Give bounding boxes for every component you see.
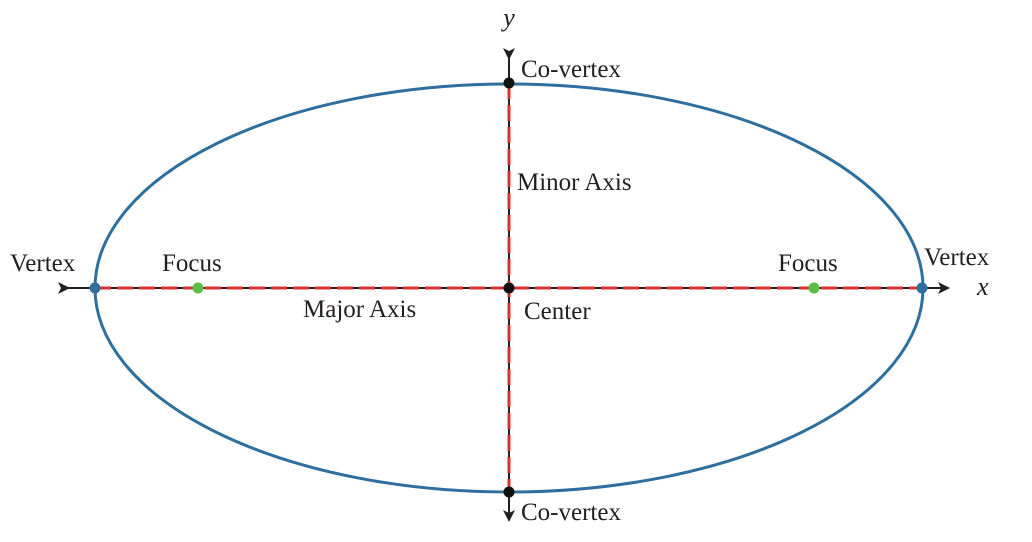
co-vertex-bottom-point <box>503 486 515 498</box>
co-vertex-bottom-label: Co-vertex <box>521 499 621 526</box>
center-point <box>503 282 515 294</box>
vertex-right-label: Vertex <box>924 244 990 271</box>
x-axis-label: x <box>976 272 989 301</box>
focus-left-label: Focus <box>162 250 222 277</box>
minor-axis-label: Minor Axis <box>517 169 632 196</box>
focus-left-point <box>192 282 204 294</box>
focus-right-point <box>808 282 820 294</box>
co-vertex-top-point <box>503 77 515 89</box>
vertex-right-point <box>916 282 928 294</box>
focus-right-label: Focus <box>778 250 838 277</box>
y-axis-label: y <box>500 3 515 32</box>
major-axis-label: Major Axis <box>303 296 416 323</box>
center-label: Center <box>524 298 591 325</box>
co-vertex-top-label: Co-vertex <box>521 56 621 83</box>
vertex-left-point <box>89 282 101 294</box>
vertex-left-label: Vertex <box>10 250 76 277</box>
